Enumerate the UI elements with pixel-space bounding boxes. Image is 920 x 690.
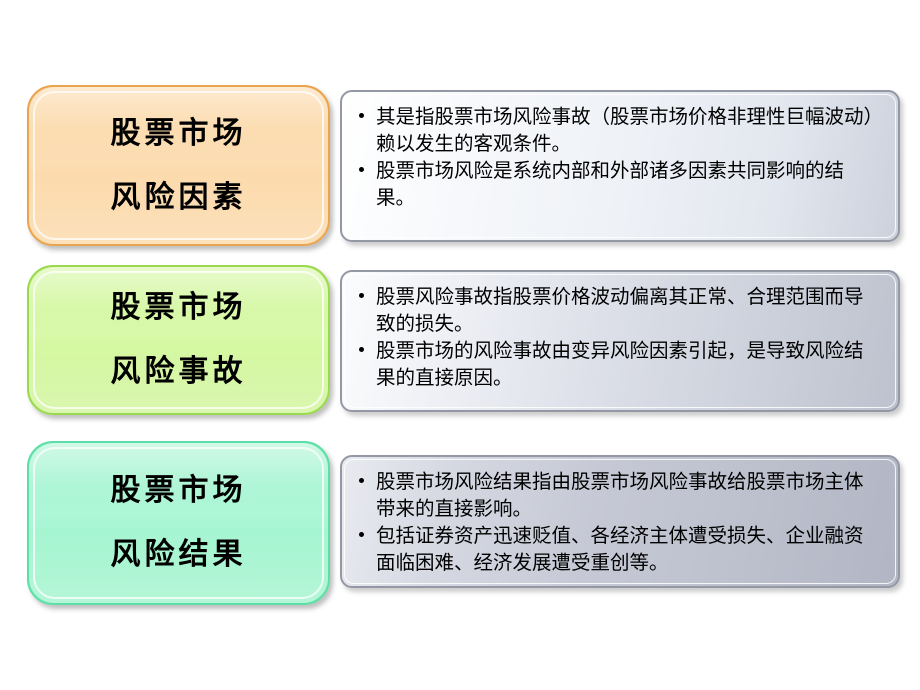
bullet-dot-icon (359, 347, 364, 353)
label-box-risk-factors-line1: 股票市场 (110, 115, 247, 151)
bullet-dot-icon (359, 532, 364, 538)
description-panel-risk-accidents[interactable]: 股票风险事故指股票价格波动偏离其正常、合理范围而导致的损失。 股票市场的风险事故… (340, 270, 900, 412)
bullet-dot-icon (359, 478, 364, 484)
label-box-risk-factors-line2: 风险因素 (110, 179, 247, 215)
bullet-list-risk-results: 股票市场风险结果指由股票市场风险事故给股票市场主体带来的直接影响。 包括证券资产… (356, 469, 882, 576)
bullet-text: 股票市场的风险事故由变异风险因素引起，是导致风险结果的直接原因。 (376, 339, 864, 389)
bullet-list-risk-accidents: 股票风险事故指股票价格波动偏离其正常、合理范围而导致的损失。 股票市场的风险事故… (356, 284, 882, 391)
label-box-risk-accidents-line2: 风险事故 (110, 354, 247, 389)
description-panel-risk-results[interactable]: 股票市场风险结果指由股票市场风险事故给股票市场主体带来的直接影响。 包括证券资产… (340, 455, 900, 588)
bullet-list-risk-factors: 其是指股票市场风险事故（股票市场价格非理性巨幅波动）赖以发生的客观条件。 股票市… (356, 104, 882, 211)
concept-row-risk-factors: 股票市场 风险因素 其是指股票市场风险事故（股票市场价格非理性巨幅波动）赖以发生… (0, 82, 920, 250)
bullet-text: 股票市场风险结果指由股票市场风险事故给股票市场主体带来的直接影响。 (376, 470, 864, 520)
bullet-dot-icon (359, 167, 364, 173)
description-panel-risk-factors[interactable]: 其是指股票市场风险事故（股票市场价格非理性巨幅波动）赖以发生的客观条件。 股票市… (340, 90, 900, 242)
bullet-item: 包括证券资产迅速贬值、各经济主体遭受损失、企业融资面临困难、经济发展遭受重创等。 (356, 523, 882, 576)
bullet-dot-icon (359, 293, 364, 299)
label-box-risk-accidents[interactable]: 股票市场 风险事故 (27, 265, 330, 415)
bullet-text: 其是指股票市场风险事故（股票市场价格非理性巨幅波动）赖以发生的客观条件。 (376, 105, 874, 155)
bullet-item: 股票市场风险结果指由股票市场风险事故给股票市场主体带来的直接影响。 (356, 469, 882, 522)
bullet-item: 股票风险事故指股票价格波动偏离其正常、合理范围而导致的损失。 (356, 284, 882, 337)
label-box-risk-results[interactable]: 股票市场 风险结果 (27, 441, 330, 605)
bullet-text: 股票市场风险是系统内部和外部诸多因素共同影响的结果。 (376, 159, 845, 209)
concept-row-risk-accidents: 股票市场 风险事故 股票风险事故指股票价格波动偏离其正常、合理范围而导致的损失。… (0, 262, 920, 420)
bullet-item: 股票市场风险是系统内部和外部诸多因素共同影响的结果。 (356, 158, 882, 211)
bullet-text: 股票风险事故指股票价格波动偏离其正常、合理范围而导致的损失。 (376, 285, 864, 335)
label-box-risk-factors[interactable]: 股票市场 风险因素 (27, 85, 330, 246)
concept-row-risk-results: 股票市场 风险结果 股票市场风险结果指由股票市场风险事故给股票市场主体带来的直接… (0, 438, 920, 610)
bullet-dot-icon (359, 113, 364, 119)
bullet-item: 其是指股票市场风险事故（股票市场价格非理性巨幅波动）赖以发生的客观条件。 (356, 104, 882, 157)
label-box-risk-results-line2: 风险结果 (110, 537, 247, 572)
bullet-text: 包括证券资产迅速贬值、各经济主体遭受损失、企业融资面临困难、经济发展遭受重创等。 (376, 524, 864, 574)
bullet-item: 股票市场的风险事故由变异风险因素引起，是导致风险结果的直接原因。 (356, 338, 882, 391)
label-box-risk-accidents-line1: 股票市场 (110, 290, 247, 325)
label-box-risk-results-line1: 股票市场 (110, 473, 247, 508)
